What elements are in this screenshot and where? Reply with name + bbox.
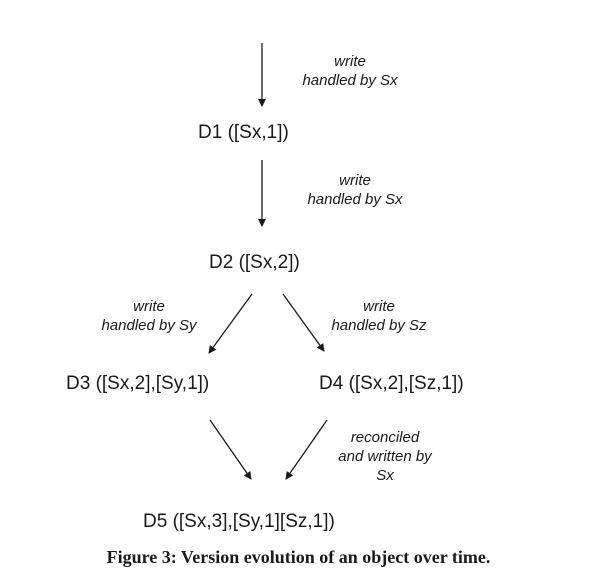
edge-label-d2-d4: write handled by Sz <box>304 297 454 335</box>
arrow-d2-to-d3 <box>208 293 253 354</box>
edge-label-line: Sx <box>376 467 394 484</box>
arrow-d3-to-d5 <box>209 419 252 480</box>
arrow-d2-to-d4 <box>282 293 325 352</box>
edge-label-line: reconciled <box>350 429 420 446</box>
edge-label-line: handled by Sz <box>331 317 427 334</box>
figure-caption: Figure 3: Version evolution of an object… <box>106 547 491 567</box>
edge-label-line: write <box>363 298 395 315</box>
edge-label-write-to-d1: write handled by Sx <box>275 52 425 90</box>
edge-label-d2-d3: write handled by Sy <box>74 297 224 335</box>
edge-label-line: handled by Sy <box>101 317 197 334</box>
edge-label-line: handled by Sx <box>307 191 403 208</box>
node-d4: D4 ([Sx,2],[Sz,1]) <box>319 373 464 394</box>
edge-label-d1-d2: write handled by Sx <box>280 171 430 209</box>
edge-label-line: write <box>133 298 165 315</box>
arrow-d4-to-d5 <box>285 419 328 480</box>
node-d2: D2 ([Sx,2]) <box>209 252 300 273</box>
node-d3: D3 ([Sx,2],[Sy,1]) <box>66 373 210 394</box>
edge-label-d4-d5: reconciled and written by Sx <box>310 428 460 485</box>
edge-label-line: write <box>334 53 366 70</box>
node-d1: D1 ([Sx,1]) <box>198 122 289 143</box>
edge-label-line: write <box>339 172 371 189</box>
edge-label-line: handled by Sx <box>302 72 398 89</box>
edge-label-line: and written by <box>338 448 432 465</box>
node-d5: D5 ([Sx,3],[Sy,1][Sz,1]) <box>143 511 335 532</box>
